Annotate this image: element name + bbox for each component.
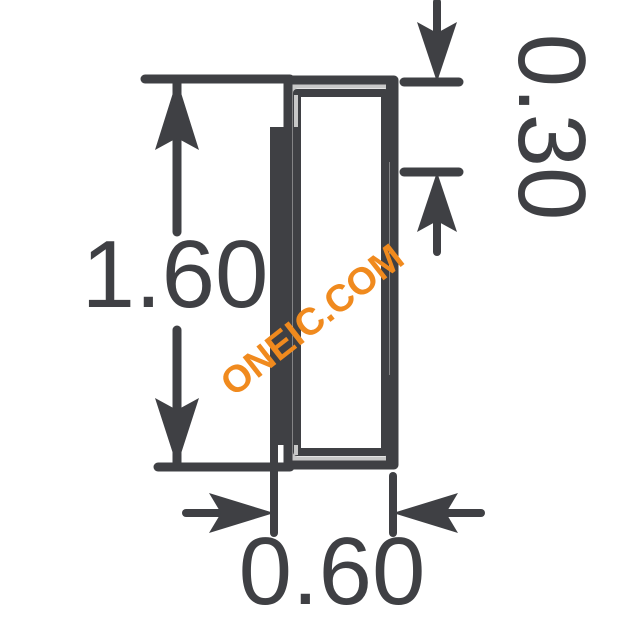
width-arrowhead-left bbox=[209, 493, 274, 533]
right-edge-line bbox=[390, 80, 395, 465]
width-arrowhead-right bbox=[393, 493, 458, 533]
thickness-dimension-group: 0.30 bbox=[399, 0, 605, 256]
height-dimension-group: 1.60 bbox=[82, 74, 295, 472]
thickness-arrowhead-bottom bbox=[417, 172, 457, 232]
thickness-arrowhead-top bbox=[417, 22, 457, 82]
thickness-dimension-label: 0.30 bbox=[498, 34, 605, 221]
width-dimension-group: 0.60 bbox=[182, 433, 485, 625]
component-body-group bbox=[270, 75, 399, 470]
body-cavity-fill bbox=[302, 98, 380, 447]
left-highlight-strip-top bbox=[294, 95, 298, 127]
height-arrowhead-bottom bbox=[155, 398, 199, 466]
height-dimension-label: 1.60 bbox=[82, 221, 269, 328]
left-highlight-strip-bottom bbox=[294, 445, 298, 455]
width-dimension-label: 0.60 bbox=[239, 518, 426, 625]
body-inner-frame bbox=[293, 89, 389, 456]
height-arrowhead-top bbox=[155, 80, 199, 150]
